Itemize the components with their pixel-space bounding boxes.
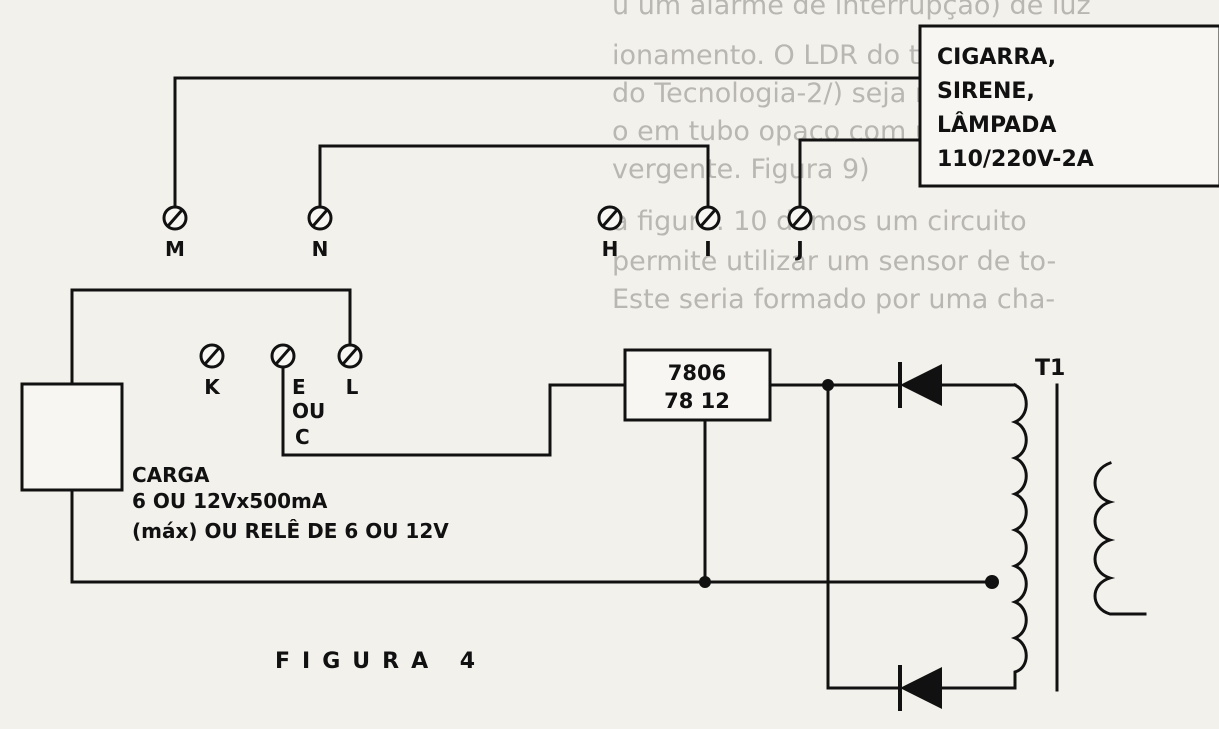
terminal-k [199, 343, 225, 369]
terminal-e [270, 343, 296, 369]
diode-top [898, 362, 942, 408]
wire-m-to-load [173, 76, 922, 220]
terminal-i-label: I [704, 237, 711, 261]
regulator-line-2: 78 12 [664, 389, 730, 413]
bg-text-line: permite utilizar um sensor de to- [612, 246, 1056, 277]
junction-dot [985, 575, 999, 589]
carga-box [20, 382, 124, 492]
diode-bottom [898, 665, 942, 711]
wire-rectifier-junction [826, 383, 900, 690]
bg-text-line: Este seria formado por uma cha- [612, 284, 1055, 315]
transformer-secondary-coil [1010, 383, 1028, 690]
load-box: CIGARRA, SIRENE, LÂMPADA 110/220V-2A [918, 24, 1219, 188]
load-line: 110/220V-2A [937, 147, 1094, 172]
terminal-h-label: H [602, 237, 619, 261]
bg-text-line: vergente. Figura 9) [612, 154, 870, 185]
wire-j-to-load [798, 138, 922, 220]
load-line: LÂMPADA [937, 112, 1056, 138]
carga-line: (máx) OU RELÊ DE 6 OU 12V [132, 519, 449, 543]
transformer-label: T1 [1035, 356, 1065, 381]
junction-dot [822, 379, 834, 391]
terminal-k-label: K [204, 375, 221, 399]
terminal-h [597, 205, 623, 231]
transformer-primary-coil [1093, 461, 1147, 616]
bg-text-line: a figura. 10 damos um circuito [612, 206, 1027, 237]
diode-triangle [900, 667, 942, 709]
voltage-regulator: 7806 78 12 [623, 348, 772, 422]
regulator-line-1: 7806 [668, 361, 726, 385]
regulator-box [623, 348, 772, 422]
wire-carga-to-l [70, 288, 352, 386]
junctions [699, 379, 999, 589]
terminal-e-or: OU [292, 399, 325, 423]
carga-line: 6 OU 12Vx500mA [132, 489, 328, 513]
load-line: CIGARRA, [937, 45, 1056, 70]
terminal-c-label: C [295, 425, 310, 449]
carga-line: CARGA [132, 463, 210, 487]
terminal-j-label: J [794, 237, 803, 261]
terminal-e-label: E [292, 375, 306, 399]
terminal-l [337, 343, 363, 369]
load-box-frame [918, 24, 1219, 188]
wire-n-to-i [318, 144, 710, 220]
terminal-l-label: L [346, 375, 359, 399]
terminal-n-label: N [312, 237, 329, 261]
carga-label: CARGA 6 OU 12Vx500mA (máx) OU RELÊ DE 6 … [132, 463, 449, 543]
terminal-m-label: M [165, 237, 185, 261]
wire-ground-bus [70, 488, 994, 584]
junction-dot [699, 576, 711, 588]
wire-e-to-regulator [281, 354, 627, 457]
terminal-i [695, 205, 721, 231]
terminal-j [787, 205, 813, 231]
terminal-m [162, 205, 188, 231]
figure-caption: FIGURA 4 [275, 649, 487, 674]
load-line: SIRENE, [937, 79, 1035, 104]
bg-text-line: u um alarme de interrupção) de luz [612, 0, 1091, 21]
terminal-n [307, 205, 333, 231]
diode-triangle [900, 364, 942, 406]
